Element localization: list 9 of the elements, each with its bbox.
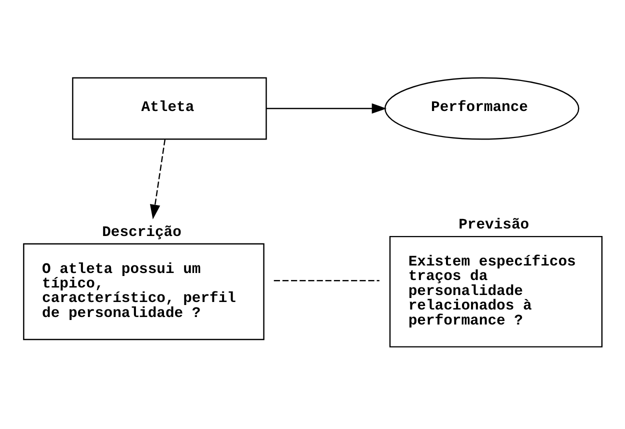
arrow (266, 103, 387, 114)
node-label: Descrição (102, 225, 182, 242)
node-label: Previsão (458, 218, 530, 234)
node-ellipse: Performance (384, 77, 580, 140)
node-box: Existem específicos traços da personalidade relacionados à performance ? (389, 236, 603, 348)
connector (274, 280, 380, 282)
arrow (150, 139, 166, 220)
node-box: Atleta (72, 77, 267, 140)
node-box: O atleta possui um típico, característico, perfil de personalidade ? (23, 243, 264, 340)
